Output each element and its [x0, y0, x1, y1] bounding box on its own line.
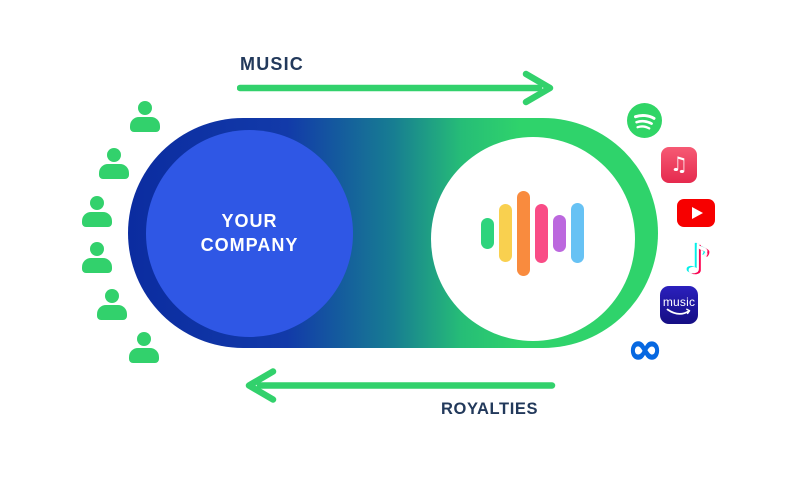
spotify-icon: [627, 103, 662, 138]
arrow-right-icon: [237, 70, 554, 106]
tiktok-icon: ♪ ♪ ♪: [681, 236, 715, 284]
music-flow-label: MUSIC: [240, 54, 304, 74]
person-icon: [130, 101, 160, 132]
waveform-icon: [481, 189, 584, 277]
company-label-line2: COMPANY: [200, 234, 299, 255]
waveform-bar: [517, 190, 530, 276]
company-circle: YOUR COMPANY: [146, 130, 353, 337]
company-label: YOUR COMPANY: [201, 210, 299, 257]
person-icon: [82, 196, 112, 227]
meta-icon: ∞: [625, 324, 665, 373]
waveform-bar: [571, 203, 584, 263]
waveform-bar: [553, 214, 566, 252]
company-label-line1: YOUR: [221, 211, 278, 232]
waveform-bar: [481, 217, 494, 249]
amazon-music-icon: music: [660, 286, 698, 324]
distributor-circle: [431, 137, 635, 341]
music-note-icon: ♫: [670, 152, 688, 176]
arrow-left-icon: [245, 368, 556, 403]
amazon-music-label: music: [662, 294, 696, 309]
infinity-icon: ∞: [627, 324, 663, 373]
person-icon: [97, 289, 127, 320]
royalties-flow-label: ROYALTIES: [441, 400, 539, 418]
tiktok-note-white-layer: ♪: [685, 237, 711, 283]
play-triangle-icon: [691, 207, 703, 219]
person-icon: [129, 332, 159, 363]
waveform-bar: [499, 204, 512, 262]
audience-group: [0, 0, 200, 400]
person-icon: [99, 148, 129, 179]
person-icon: [82, 242, 112, 273]
tiktok-note-cyan-layer: ♪: [683, 236, 709, 282]
apple-music-icon: ♫: [661, 147, 697, 183]
youtube-icon: [677, 199, 715, 227]
waveform-bar: [535, 203, 548, 263]
tiktok-note-red-layer: ♪: [687, 238, 713, 284]
amazon-smile-icon: [666, 308, 691, 315]
